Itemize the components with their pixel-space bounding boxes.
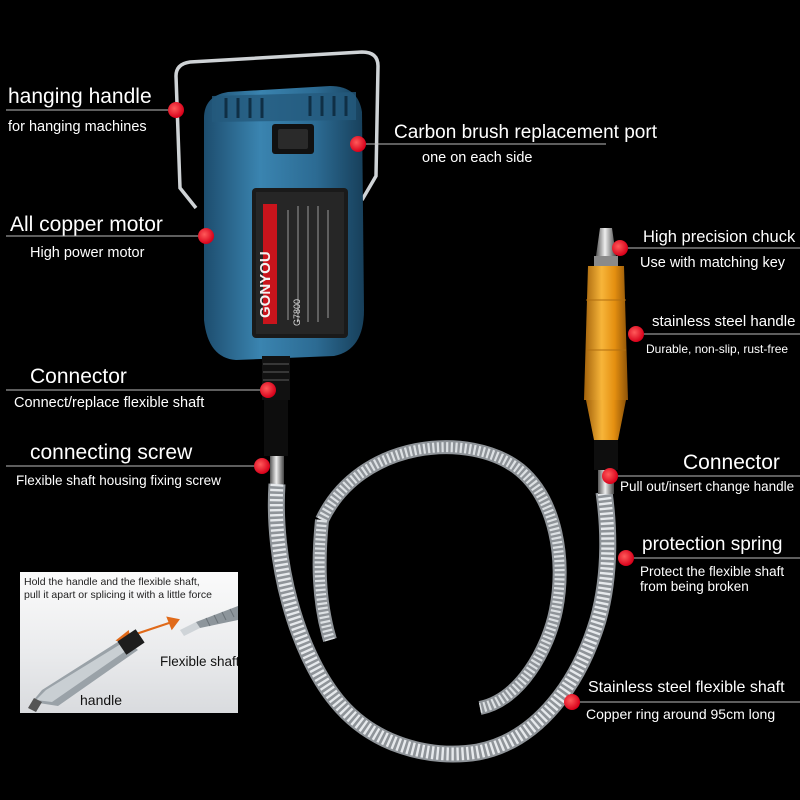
callout-hanging-handle-title: hanging handle (8, 85, 152, 108)
callout-carbon-brush-sub: one on each side (422, 150, 533, 166)
inset-usage-photo: Hold the handle and the flexible shaft, … (20, 572, 238, 713)
inset-note-line-2: pull it apart or splicing it with a litt… (24, 589, 212, 601)
handpiece (584, 228, 628, 494)
inset-label-flexible-shaft: Flexible shaft (160, 654, 238, 669)
callout-connector-right-title: Connector (683, 451, 780, 474)
callout-hanging-handle-sub: for hanging machines (8, 119, 147, 135)
callout-connector-right-sub: Pull out/insert change handle (620, 479, 795, 494)
leader-lines (6, 109, 800, 703)
callout-flex-shaft-title: Stainless steel flexible shaft (588, 679, 785, 696)
callout-spring-sub-2: from being broken (640, 579, 749, 594)
callout-spring-sub-1: Protect the flexible shaft (640, 564, 785, 579)
callout-steel-handle-sub: Durable, non-slip, rust-free (646, 342, 789, 356)
callout-steel-handle-title: stainless steel handle (652, 313, 796, 330)
callout-screw-title: connecting screw (30, 441, 193, 464)
inset-illustration (28, 606, 238, 712)
callout-markers (168, 102, 644, 710)
motor-body (204, 86, 364, 360)
callout-chuck-title: High precision chuck (643, 228, 796, 246)
hanging-handle-wire (174, 50, 380, 210)
callout-screw-sub: Flexible shaft housing fixing screw (16, 473, 221, 488)
callout-connector-left-sub: Connect/replace flexible shaft (14, 395, 205, 411)
brand-logo: GONYOU (257, 251, 274, 318)
callout-carbon-brush-title: Carbon brush replacement port (394, 122, 657, 143)
callout-spring-title: protection spring (642, 534, 783, 555)
inner-hose-loop (315, 440, 567, 715)
inset-note-line-1: Hold the handle and the flexible shaft, (24, 576, 200, 588)
callout-motor-title: All copper motor (10, 213, 163, 236)
callout-connector-left-title: Connector (30, 365, 127, 388)
callout-motor-sub: High power motor (30, 245, 145, 261)
callout-flex-shaft-sub: Copper ring around 95cm long (586, 706, 776, 722)
inset-label-handle: handle (80, 692, 123, 708)
callout-chuck-sub: Use with matching key (640, 255, 786, 271)
model-number: G7800 (292, 299, 302, 326)
